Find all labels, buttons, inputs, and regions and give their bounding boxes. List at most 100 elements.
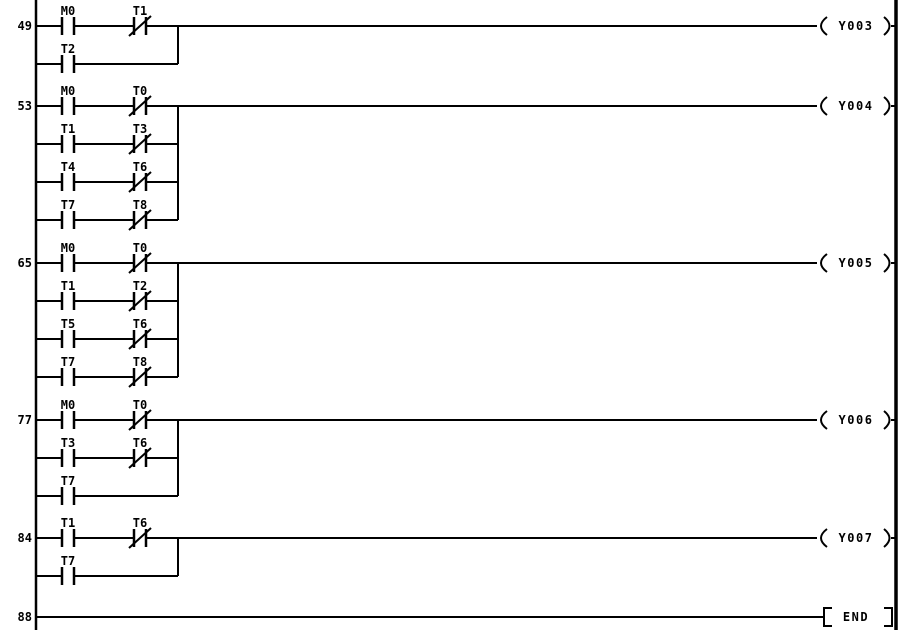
normally-closed-slash	[128, 209, 152, 231]
contact-nc-T1[interactable]: T1	[74, 4, 152, 37]
contact-label: T7	[61, 554, 75, 568]
contact-no-T4[interactable]: T4	[36, 160, 76, 191]
contact-label: M0	[61, 398, 75, 412]
rung-number: 53	[18, 99, 32, 113]
contact-label: T6	[133, 317, 147, 331]
contact-label: T5	[61, 317, 75, 331]
contact-no-T7[interactable]: T7	[36, 198, 76, 229]
rung-number: 77	[18, 413, 32, 427]
coil-paren-right	[883, 410, 891, 430]
coil-paren-left	[820, 253, 828, 273]
coil-paren-right	[883, 528, 891, 548]
contact-label: T1	[61, 122, 75, 136]
normally-closed-slash	[128, 15, 152, 37]
rung-number: 88	[18, 610, 32, 624]
contact-no-T1[interactable]: T1	[36, 516, 76, 547]
contact-label: T2	[61, 42, 75, 56]
contact-label: T6	[133, 160, 147, 174]
contact-label: T2	[133, 279, 147, 293]
coil-paren-left	[820, 410, 828, 430]
contact-no-M0[interactable]: M0	[36, 84, 76, 115]
normally-closed-slash	[128, 290, 152, 312]
contact-label: T7	[61, 474, 75, 488]
rung-number: 84	[18, 531, 32, 545]
contact-no-T7[interactable]: T7	[36, 554, 76, 585]
normally-closed-slash	[128, 252, 152, 274]
rung-number: 49	[18, 19, 32, 33]
normally-closed-slash	[128, 328, 152, 350]
contact-label: T7	[61, 198, 75, 212]
contact-label: T1	[61, 279, 75, 293]
contact-label: T3	[61, 436, 75, 450]
contact-nc-T2[interactable]: T2	[74, 279, 152, 312]
coil-paren-right	[883, 253, 891, 273]
coil-paren-left	[820, 528, 828, 548]
contact-label: M0	[61, 84, 75, 98]
coil-label: Y003	[839, 19, 874, 33]
coil-Y007[interactable]: Y007	[146, 528, 896, 548]
normally-closed-slash	[128, 409, 152, 431]
contact-label: T6	[133, 516, 147, 530]
coil-paren-left	[820, 96, 828, 116]
coil-Y006[interactable]: Y006	[146, 410, 896, 430]
contact-nc-T3[interactable]: T3	[74, 122, 152, 155]
contact-nc-T6[interactable]: T6	[74, 516, 152, 549]
contact-nc-T8[interactable]: T8	[74, 198, 152, 231]
contact-label: T1	[61, 516, 75, 530]
contact-label: T1	[133, 4, 147, 18]
coil-label: Y005	[839, 256, 874, 270]
contact-label: T8	[133, 355, 147, 369]
contact-label: T4	[61, 160, 75, 174]
contact-no-T3[interactable]: T3	[36, 436, 76, 467]
coil-label: Y006	[839, 413, 874, 427]
normally-closed-slash	[128, 366, 152, 388]
instruction-label: END	[843, 610, 869, 624]
contact-no-M0[interactable]: M0	[36, 4, 76, 35]
contact-nc-T0[interactable]: T0	[74, 84, 152, 117]
normally-closed-slash	[128, 527, 152, 549]
contact-label: T7	[61, 355, 75, 369]
normally-closed-slash	[128, 447, 152, 469]
contact-nc-T0[interactable]: T0	[74, 398, 152, 431]
normally-closed-slash	[128, 133, 152, 155]
normally-closed-slash	[128, 171, 152, 193]
contact-label: T0	[133, 84, 147, 98]
contact-label: T8	[133, 198, 147, 212]
contact-nc-T6[interactable]: T6	[74, 317, 152, 350]
contact-no-T7[interactable]: T7	[36, 474, 76, 505]
contact-label: T6	[133, 436, 147, 450]
coil-Y004[interactable]: Y004	[146, 96, 896, 116]
coil-paren-right	[883, 96, 891, 116]
contact-nc-T0[interactable]: T0	[74, 241, 152, 274]
contact-no-T1[interactable]: T1	[36, 122, 76, 153]
normally-closed-slash	[128, 95, 152, 117]
coil-paren-right	[883, 16, 891, 36]
contact-label: M0	[61, 241, 75, 255]
contact-nc-T6[interactable]: T6	[74, 160, 152, 193]
bracket-left	[823, 607, 832, 627]
coil-paren-left	[820, 16, 828, 36]
coil-label: Y004	[839, 99, 874, 113]
contact-label: M0	[61, 4, 75, 18]
contact-nc-T8[interactable]: T8	[74, 355, 152, 388]
contact-no-M0[interactable]: M0	[36, 398, 76, 429]
contact-no-T7[interactable]: T7	[36, 355, 76, 386]
instruction-END[interactable]: END	[36, 607, 893, 627]
contact-label: T3	[133, 122, 147, 136]
contact-label: T0	[133, 398, 147, 412]
coil-label: Y007	[839, 531, 874, 545]
contact-nc-T6[interactable]: T6	[74, 436, 152, 469]
contact-no-M0[interactable]: M0	[36, 241, 76, 272]
rung-number: 65	[18, 256, 32, 270]
contact-no-T5[interactable]: T5	[36, 317, 76, 348]
coil-Y003[interactable]: Y003	[146, 16, 896, 36]
contact-no-T1[interactable]: T1	[36, 279, 76, 310]
coil-Y005[interactable]: Y005	[146, 253, 896, 273]
contact-no-T2[interactable]: T2	[36, 42, 76, 73]
